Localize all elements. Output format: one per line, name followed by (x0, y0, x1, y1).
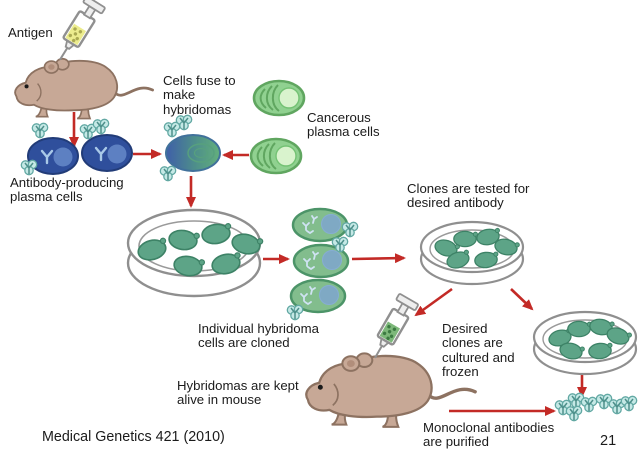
label-clones-tested: Clones are tested for desired antibody (407, 181, 530, 211)
flow-arrow (351, 253, 406, 264)
label-antibody-producing: Antibody-producing plasma cells (10, 175, 124, 205)
petri-dish-icon (419, 220, 525, 286)
hybridoma-fused-cell-icon (159, 114, 221, 182)
cancer-cell-icon (249, 79, 306, 175)
hybridoma-cell-icon (286, 207, 359, 321)
syringe-icon (59, 0, 106, 61)
plasma-cell-icon (20, 118, 134, 176)
mouse-icon (13, 57, 154, 120)
antibody-icon (554, 392, 638, 422)
label-individual-cloned: Individual hybridoma cells are cloned (198, 321, 319, 351)
flow-arrows (69, 112, 587, 416)
flow-arrow (510, 288, 534, 311)
footer-credit: Medical Genetics 421 (2010) (42, 429, 225, 445)
label-cancerous-cells: Cancerous plasma cells (307, 110, 380, 140)
label-antigen: Antigen (8, 25, 53, 40)
syringe-icon (374, 293, 419, 359)
label-monoclonal-purified: Monoclonal antibodies are purified (423, 420, 555, 450)
label-cells-fuse: Cells fuse to make hybridomas (163, 73, 236, 117)
petri-dish-icon (126, 208, 265, 298)
page-number: 21 (600, 433, 617, 449)
label-desired-clones: Desired clones are cultured and frozen (442, 321, 515, 379)
flow-arrow (414, 287, 453, 317)
label-hybridomas-kept: Hybridomas are kept alive in mouse (177, 378, 299, 408)
petri-dish-icon (532, 310, 638, 376)
